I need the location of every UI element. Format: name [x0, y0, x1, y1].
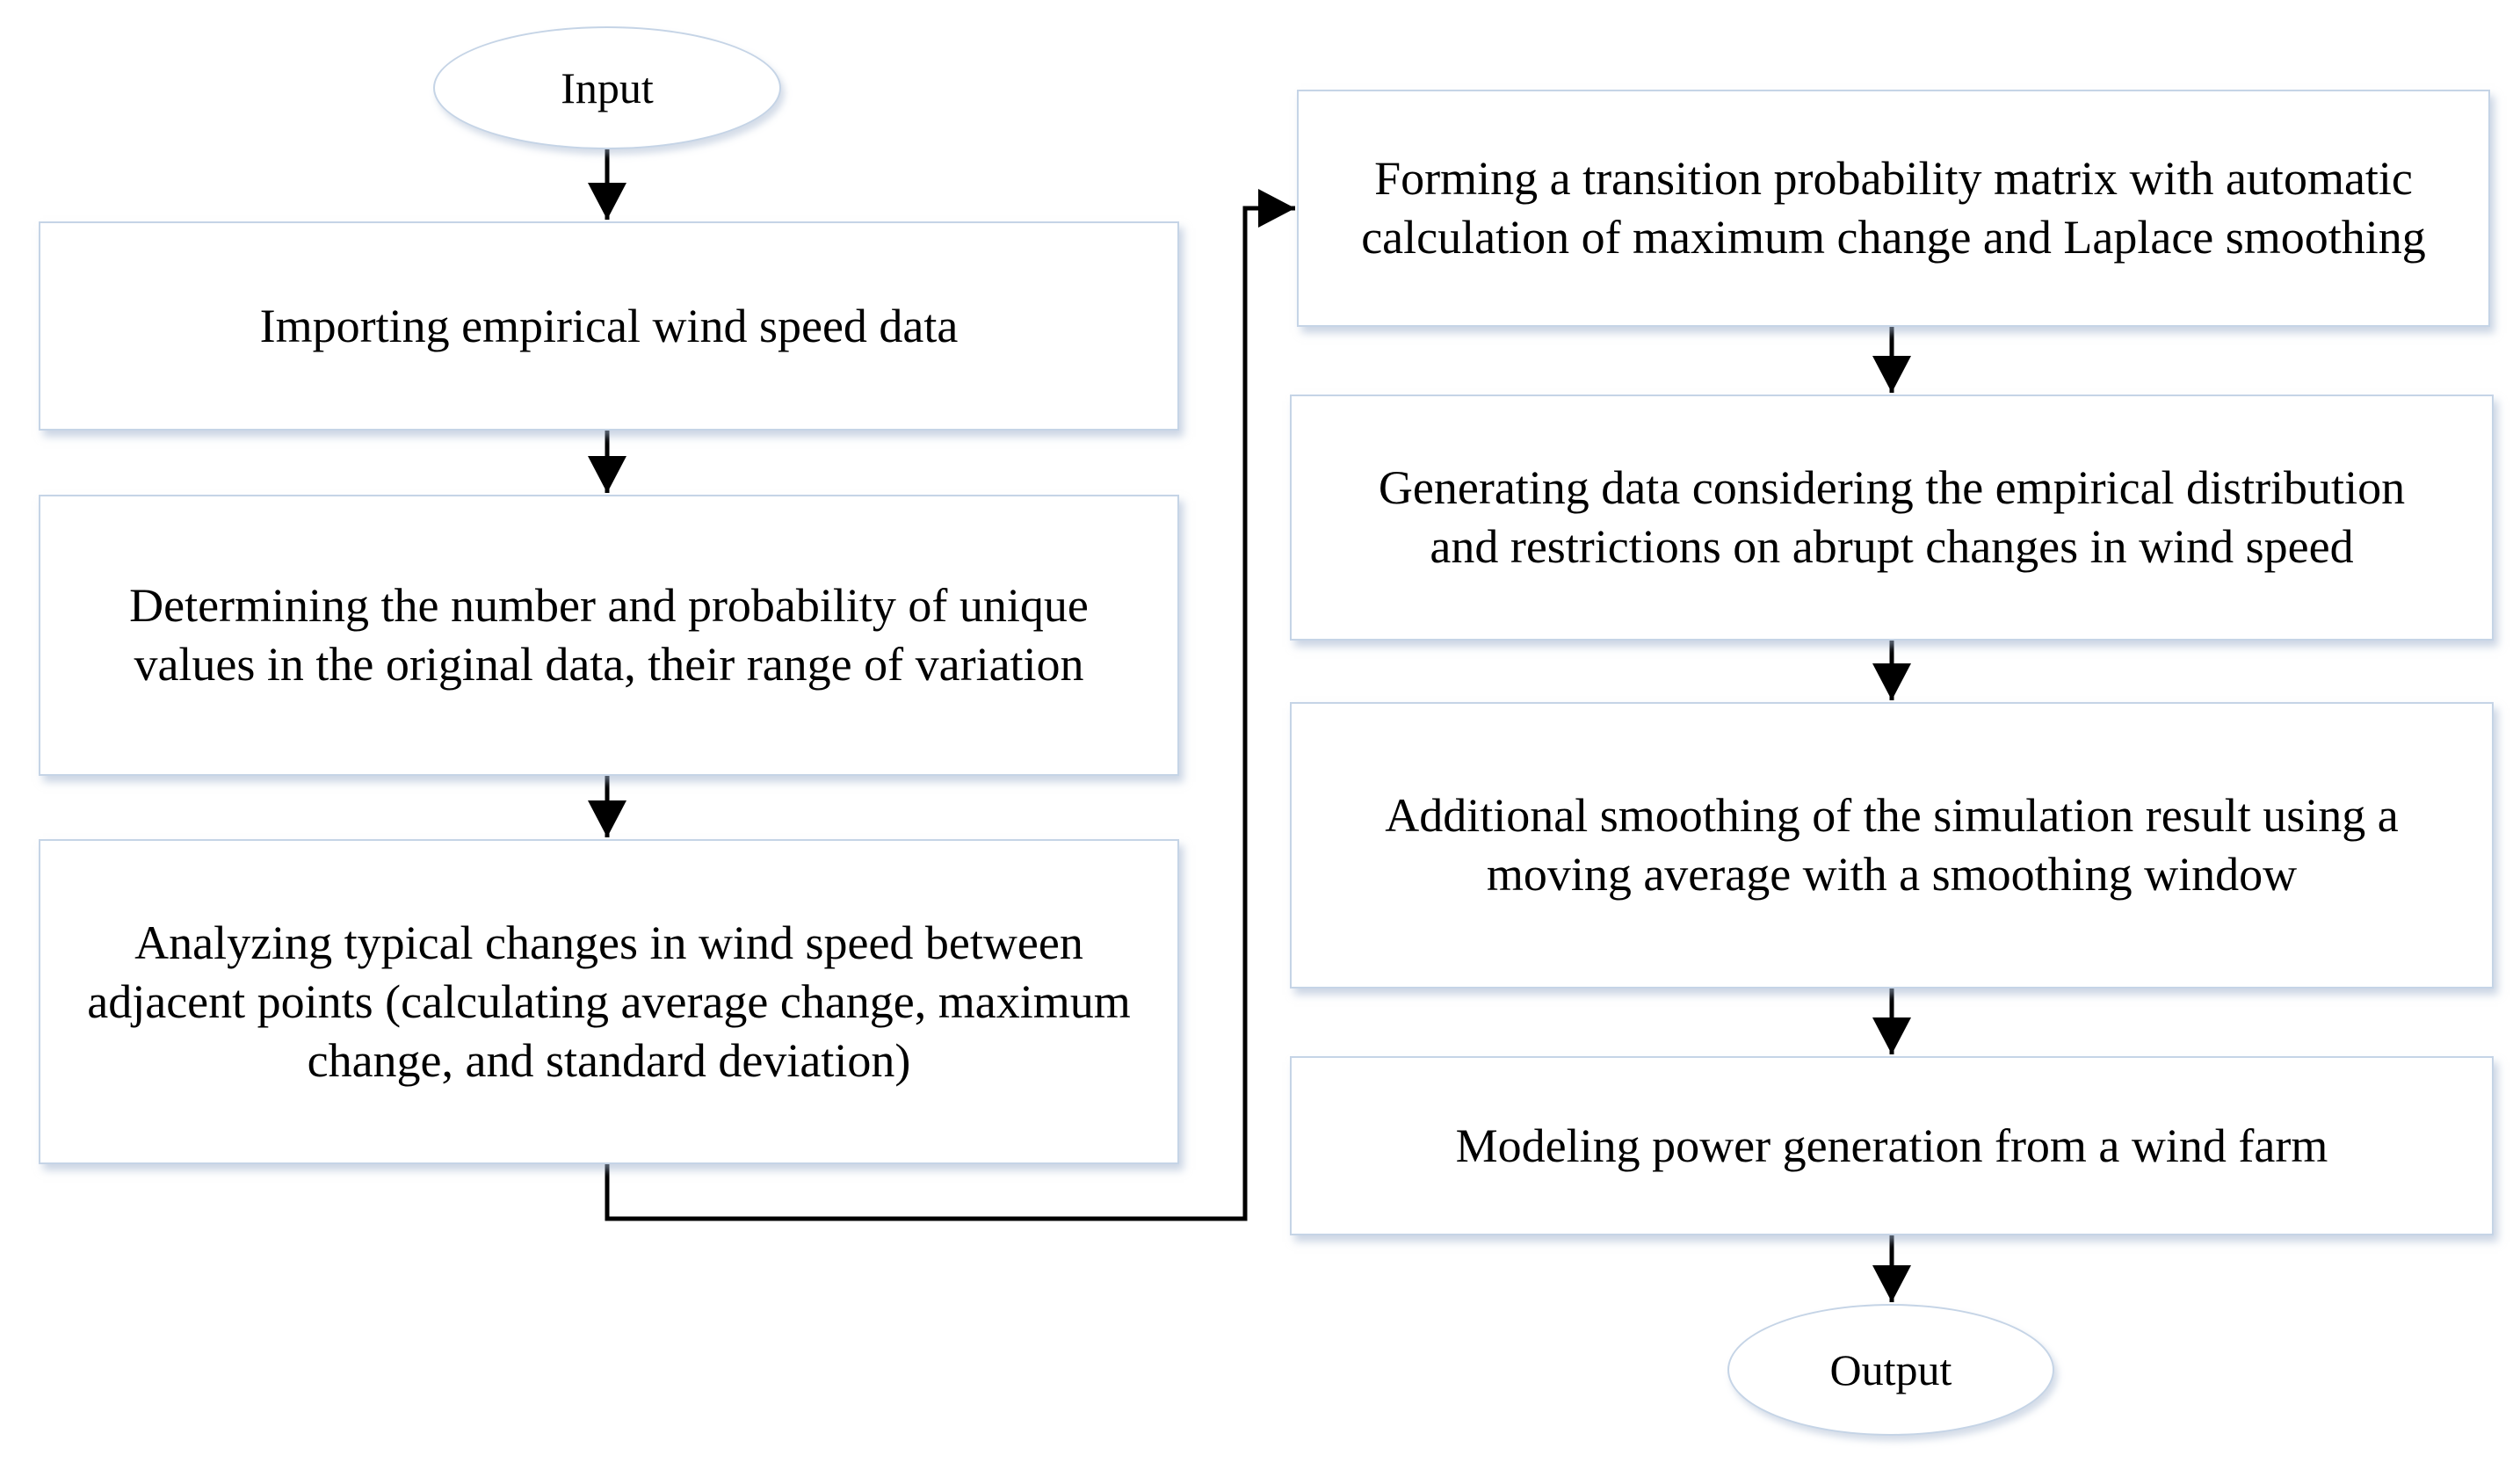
- output-terminal: Output: [1727, 1304, 2054, 1436]
- step-moving-average: Additional smoothing of the simulation r…: [1290, 702, 2494, 988]
- step-3-line-2: adjacent points (calculating average cha…: [87, 974, 1131, 1028]
- output-label: Output: [1829, 1344, 1952, 1394]
- step-4-line-2: calculation of maximum change and Laplac…: [1361, 211, 2426, 264]
- step-5-line-1: Generating data considering the empirica…: [1378, 461, 2406, 514]
- step-unique-values-text: Determining the number and probability o…: [129, 576, 1089, 694]
- input-terminal: Input: [433, 26, 781, 149]
- arrow-step-3-to-step-4: [605, 189, 1295, 1221]
- step-generate-data-text: Generating data considering the empirica…: [1379, 459, 2405, 576]
- step-transition-matrix: Forming a transition probability matrix …: [1297, 90, 2490, 327]
- step-2-line-2: values in the original data, their range…: [134, 638, 1084, 691]
- step-analyze-changes-text: Analyzing typical changes in wind speed …: [87, 914, 1131, 1090]
- step-unique-values: Determining the number and probability o…: [39, 495, 1179, 776]
- step-6-line-2: moving average with a smoothing window: [1486, 848, 2298, 901]
- step-3-line-3: change, and standard deviation): [307, 1033, 911, 1087]
- step-2-line-1: Determining the number and probability o…: [129, 579, 1089, 632]
- step-6-line-1: Additional smoothing of the simulation r…: [1385, 789, 2399, 842]
- step-7-line-1: Modeling power generation from a wind fa…: [1455, 1119, 2328, 1172]
- step-generate-data: Generating data considering the empirica…: [1290, 395, 2494, 641]
- step-5-line-2: and restrictions on abrupt changes in wi…: [1430, 520, 2354, 573]
- step-4-line-1: Forming a transition probability matrix …: [1374, 152, 2413, 205]
- step-import-data-text: Importing empirical wind speed data: [260, 297, 959, 356]
- step-1-line-1: Importing empirical wind speed data: [259, 299, 959, 352]
- step-model-power: Modeling power generation from a wind fa…: [1290, 1056, 2494, 1235]
- step-model-power-text: Modeling power generation from a wind fa…: [1456, 1117, 2328, 1176]
- input-label: Input: [561, 62, 654, 112]
- step-import-data: Importing empirical wind speed data: [39, 221, 1179, 431]
- step-3-line-1: Analyzing typical changes in wind speed …: [134, 916, 1083, 969]
- step-moving-average-text: Additional smoothing of the simulation r…: [1385, 786, 2398, 904]
- step-analyze-changes: Analyzing typical changes in wind speed …: [39, 839, 1179, 1164]
- step-transition-matrix-text: Forming a transition probability matrix …: [1361, 149, 2426, 267]
